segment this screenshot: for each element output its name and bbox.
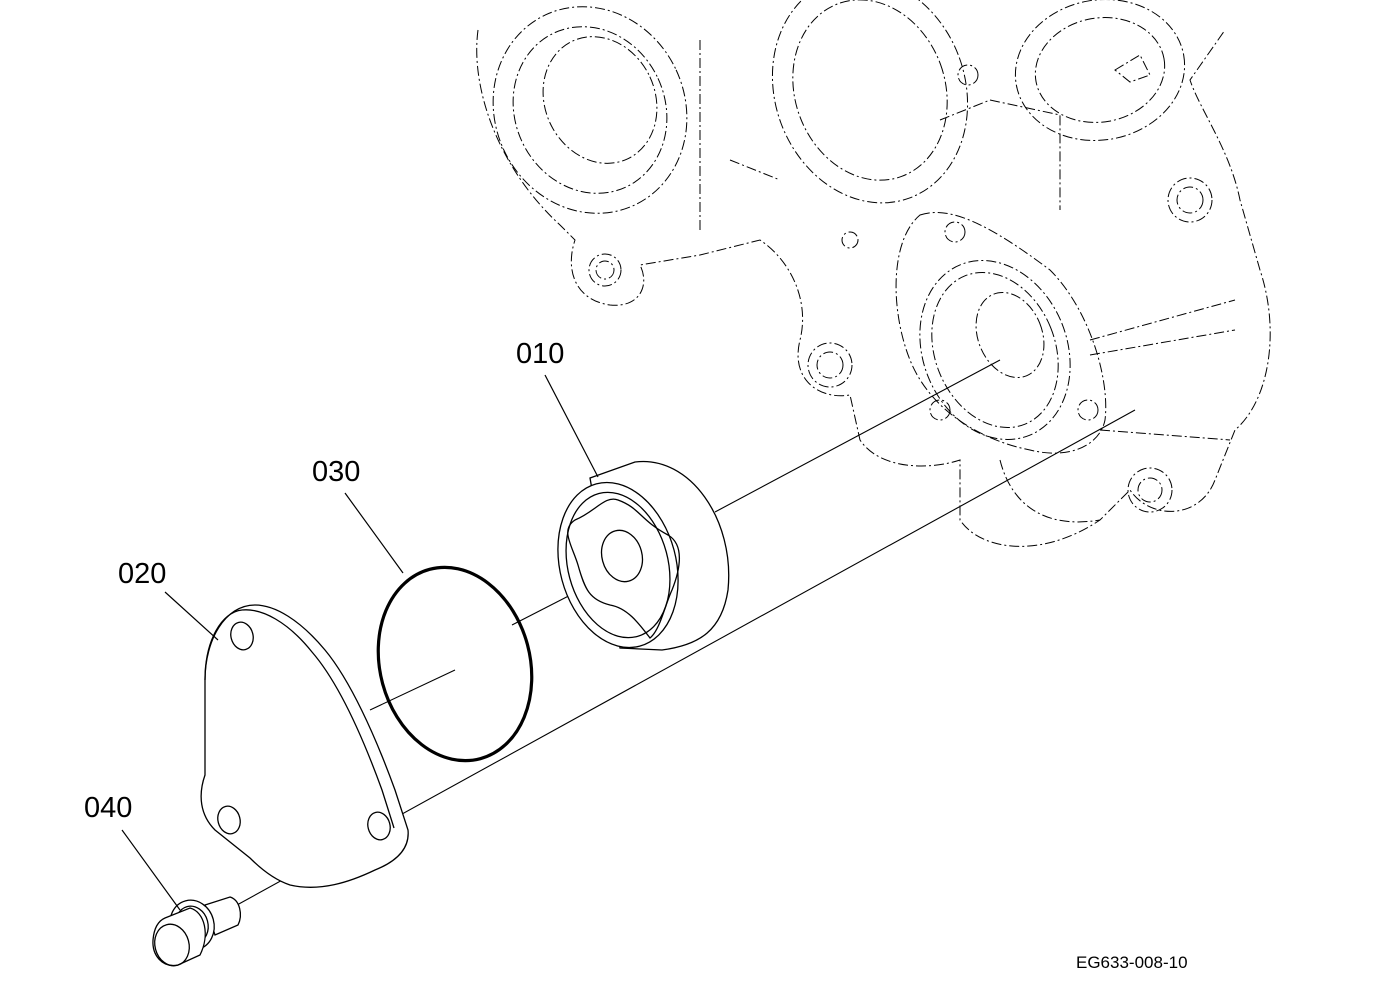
gear-case-housing — [476, 0, 1271, 547]
pump-cover — [200, 604, 409, 888]
oil-pump-rotor — [557, 460, 730, 651]
o-ring — [376, 565, 534, 763]
leader-lines — [121, 374, 599, 911]
callout-030: 030 — [312, 456, 361, 488]
callout-010: 010 — [516, 338, 565, 370]
callout-040: 040 — [84, 792, 133, 824]
flange-bolt — [152, 896, 241, 967]
leader-010 — [544, 374, 599, 478]
leader-030 — [344, 492, 404, 574]
leader-040 — [121, 829, 181, 911]
callout-020: 020 — [118, 558, 167, 590]
drawing-id-label: EG633-008-10 — [1076, 953, 1188, 972]
leader-020 — [164, 591, 219, 641]
